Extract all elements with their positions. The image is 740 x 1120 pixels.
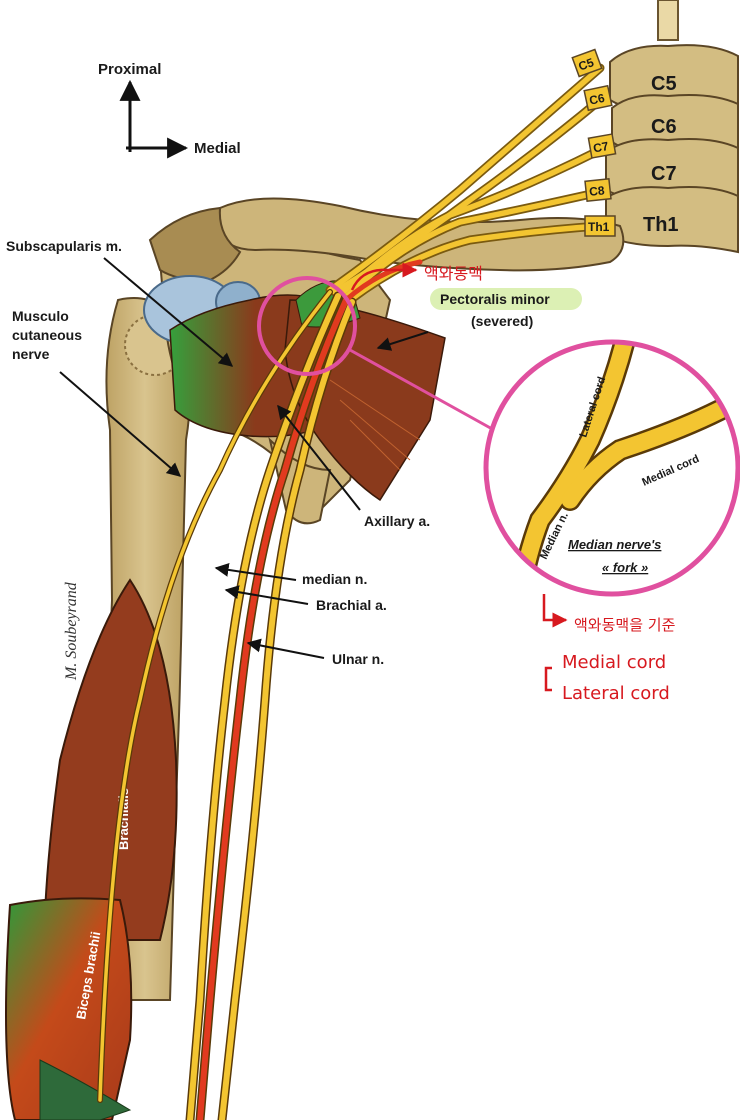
inset-caption-line1: Median nerve's [568,537,661,552]
handwritten-lateral: Lateral cord [562,683,670,704]
svg-text:(severed): (severed) [471,313,533,329]
handwritten-medial: Medial cord [562,652,666,673]
ulnar-nerve-label: Ulnar n. [332,651,384,667]
medial-label: Medial [194,140,241,157]
svg-text:C6: C6 [588,91,606,108]
musculocutaneous-label-line2: cutaneous [12,327,82,343]
svg-text:C5: C5 [651,73,677,95]
label-pointers [59,257,429,659]
root-tags: C5 C6 C7 C8 Th1 [571,48,617,237]
median-nerve-label: median n. [302,571,367,587]
musculocutaneous-nerve [98,290,332,1102]
musculocutaneous-label-line3: nerve [12,346,50,362]
orientation-axes: Proximal Medial [98,61,241,159]
handwritten-annotations: 액와동맥 액와동맥을 기준 Medial cord Lateral cord [350,262,676,704]
svg-text:C8: C8 [588,183,605,199]
brachial-artery-label: Brachial a. [316,597,387,613]
axillary-artery-label: Axillary a. [364,513,430,529]
subscapularis-label: Subscapularis m. [6,238,122,254]
magnifier-circle [257,276,357,376]
forearm-muscle [39,1059,132,1120]
median-nerve [187,293,341,1120]
brachial-plexus-roots-fill [327,65,603,303]
handwritten-top-note: 액와동맥 [424,264,483,283]
vertebral-column: C5 C6 C7 Th1 [605,0,739,254]
magnifier-connector [349,348,495,432]
pectoralis-label: Pectoralis minor (severed) [430,288,582,329]
svg-text:Pectoralis minor: Pectoralis minor [440,291,550,307]
proximal-label: Proximal [98,61,161,78]
ulnar-nerve [219,299,355,1120]
brachial-artery [197,297,349,1120]
svg-text:C5: C5 [576,55,596,74]
vertebra-th1: Th1 [605,186,739,254]
svg-text:C6: C6 [651,116,677,138]
signature: M. Soubeyrand [63,581,80,681]
svg-text:Th1: Th1 [643,214,679,236]
handwritten-bottom-note: 액와동맥을 기준 [574,616,676,634]
svg-text:Th1: Th1 [588,220,610,234]
svg-text:C7: C7 [651,163,677,185]
musculocutaneous-label-line1: Musculo [12,308,69,324]
median-fork-inset: Lateral cord Medial cord Median n. Media… [483,339,740,597]
svg-text:C7: C7 [592,139,610,156]
inset-caption-line2: « fork » [602,560,648,575]
